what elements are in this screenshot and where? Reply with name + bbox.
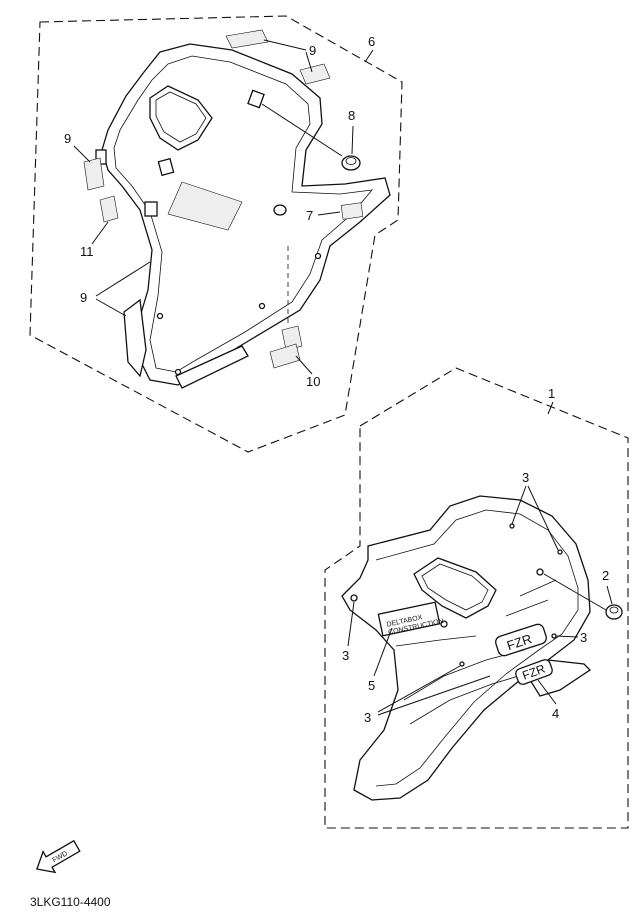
- forward-arrow-icon: FWD: [36, 839, 81, 874]
- callout-7: 7: [306, 208, 313, 223]
- callout-3-top: 3: [522, 470, 529, 485]
- callout-10: 10: [306, 374, 320, 389]
- strip-part-9-left: [83, 157, 105, 191]
- badge-text: FZR: [505, 631, 534, 653]
- drawing-code: 3LKG110-4400: [30, 895, 111, 909]
- callout-9-lower: 9: [80, 290, 87, 305]
- strip-part-10: [269, 246, 303, 369]
- callout-3-left: 3: [342, 648, 349, 663]
- callout-9-top: 9: [309, 43, 316, 58]
- callout-5: 5: [368, 678, 375, 693]
- damper-part-8: [341, 155, 361, 171]
- callout-11: 11: [80, 244, 94, 259]
- callout-9-left: 9: [64, 131, 71, 146]
- callout-4: 4: [552, 706, 559, 721]
- group-label-6: 6: [368, 34, 375, 49]
- grommet-part-2: [605, 604, 623, 620]
- upper-group-boundary: [29, 15, 403, 453]
- callout-3-right: 3: [580, 630, 587, 645]
- lower-group-boundary: [324, 367, 629, 829]
- inner-panel: [95, 43, 391, 389]
- callout-3-bottom: 3: [364, 710, 371, 725]
- pad-part-7: [340, 202, 364, 220]
- strip-part-9-top-a: [225, 29, 269, 49]
- strip-part-9-top-b: [299, 63, 331, 85]
- callout-8: 8: [348, 108, 355, 123]
- callout-2: 2: [602, 568, 609, 583]
- group-label-1: 1: [548, 386, 555, 401]
- strip-part-11: [99, 195, 119, 223]
- outer-panel: DELTABOX CONSTRUCTION FZR FZR: [341, 495, 592, 801]
